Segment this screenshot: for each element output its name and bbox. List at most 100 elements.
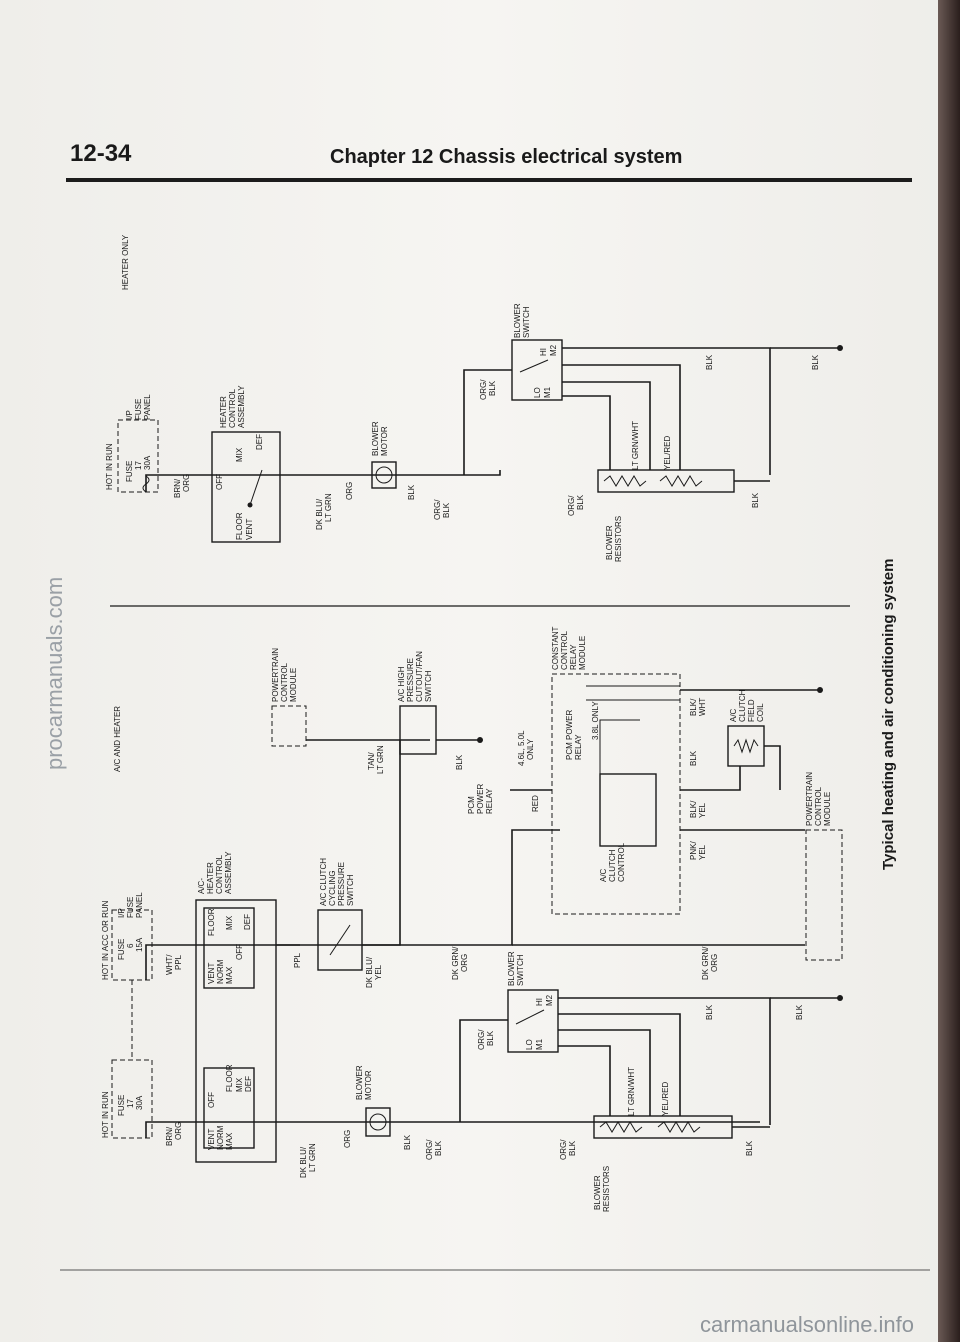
blower-motor-2: MOTOR	[364, 1070, 373, 1100]
clutch-coil-box	[727, 725, 765, 767]
switch-m2: M2	[549, 344, 558, 356]
clutch-switch-3: PRESSURE	[337, 862, 346, 906]
clutch-switch-1: A/C CLUTCH	[319, 858, 328, 906]
wire-org-blk: ORG/	[425, 1139, 434, 1160]
hp-ground	[477, 737, 483, 743]
wire-dkblu-ltgrn-2: LT GRN	[324, 493, 333, 522]
fuse17-rating: 30A	[135, 1095, 144, 1110]
wire-tan-ltgrn-2: LT GRN	[376, 745, 385, 774]
ground-point	[837, 345, 843, 351]
ccrm-box	[551, 673, 681, 915]
section-label-heater-only: HEATER ONLY	[121, 234, 130, 290]
ccrm-internal-wires	[586, 685, 680, 774]
resistor-org-blk: ORG/	[559, 1139, 568, 1160]
resistors-label-2: RESISTORS	[614, 516, 623, 562]
heater-only-diagram: HEATER ONLY HOT IN RUN FUSE 17 30A I/P F…	[105, 234, 843, 562]
switch-lo: LO	[533, 387, 542, 398]
ccrm-2: CONTROL	[560, 630, 569, 670]
wire-red: RED	[531, 795, 540, 812]
ac-heater-diagram: A/C AND HEATER HOT IN RUN HOT IN ACC OR …	[101, 626, 843, 1212]
fuse6-label: FUSE	[117, 939, 126, 960]
switch-m1: M1	[535, 1038, 544, 1050]
wire-blk-sw2: BLK	[795, 1004, 804, 1020]
page-number: 12-34	[70, 140, 132, 167]
wire-blk-3: BLK	[811, 354, 820, 370]
pcm-relay-38-2: RELAY	[574, 734, 583, 760]
resistor-wire-org-blk-2: BLK	[576, 494, 585, 510]
switch-hi: HI	[539, 348, 548, 356]
wire-org: ORG	[343, 1130, 352, 1148]
clutch-switch-arm	[329, 924, 351, 956]
control-label-2: CONTROL	[228, 388, 237, 428]
wire-dkblu-yel: DK BLU/	[365, 956, 374, 988]
coil-1: A/C	[729, 708, 738, 722]
dkgrn-org-wire	[430, 829, 560, 946]
clutch-switch-2: CYCLING	[328, 870, 337, 906]
wire-blk-2: BLK	[705, 354, 714, 370]
switch-wire-org-blk: ORG/	[479, 379, 488, 400]
control-1: A/C-	[197, 878, 206, 894]
lo-output-b	[558, 1045, 611, 1116]
blower-motor-icon	[375, 466, 393, 484]
ac-heater-control-assembly	[195, 899, 277, 1163]
control-3: CONTROL	[215, 854, 224, 894]
m1-output-b	[558, 1029, 651, 1116]
hp-switch-4: SWITCH	[424, 670, 433, 702]
blower-motor-icon	[369, 1113, 387, 1131]
watermark-bottom: carmanualsonline.info	[700, 1312, 915, 1337]
mode-floor-2: FLOOR	[207, 908, 216, 936]
hot-in-run: HOT IN RUN	[101, 1091, 110, 1138]
blower-switch-box	[507, 989, 559, 1053]
resistor-zigzag	[603, 475, 703, 487]
blower-switch-2: SWITCH	[516, 954, 525, 986]
fuse-panel-3: PANEL	[135, 892, 144, 918]
mode-max-1: MAX	[225, 1132, 234, 1150]
wire-blk-coil: BLK	[689, 750, 698, 766]
wire-wht-ppl-2: PPL	[174, 954, 183, 970]
resistors-label-1: BLOWER	[605, 525, 614, 560]
fuse-panel-label-2: FUSE	[134, 399, 143, 420]
pcm-1: POWERTRAIN	[271, 648, 280, 702]
wire-ltgrn-wht: LT GRN/WHT	[631, 421, 640, 470]
run-feed-wire	[145, 1121, 760, 1138]
wire-blk-wht-2: WHT	[698, 698, 707, 716]
wire-blk-sw1: BLK	[705, 1004, 714, 1020]
blower-switch-box	[511, 339, 563, 401]
clutch-coil-symbol	[733, 738, 759, 754]
resistor-org-blk-2: BLK	[568, 1140, 577, 1156]
high-pressure-switch-box	[399, 705, 437, 755]
clutch-control-1: A/C	[599, 868, 608, 882]
acc-feed-wire	[145, 944, 430, 980]
switch-org-blk: ORG/	[477, 1029, 486, 1050]
book-spine	[938, 0, 960, 1342]
wire-brn-org: BRN/	[173, 478, 182, 498]
mode-off-2: OFF	[235, 944, 244, 960]
clutch-switch-4: SWITCH	[346, 874, 355, 906]
wire-dkblu-yel-2: YEL	[374, 964, 383, 980]
wire-pnk-yel: PNK/	[689, 841, 698, 860]
switch-lo: LO	[525, 1039, 534, 1050]
wire-brn-org-2: ORG	[182, 474, 191, 492]
mode-max-2: MAX	[225, 966, 234, 984]
wire-blk-motor: BLK	[403, 1134, 412, 1150]
mode-norm-1: NORM	[216, 1125, 225, 1150]
m2-output-b	[558, 1013, 681, 1116]
mode-pivot	[247, 502, 253, 508]
control-lower-switch	[203, 907, 255, 989]
control-label-3: ASSEMBLY	[237, 385, 246, 428]
fuse-panel-1: I/P	[117, 908, 126, 918]
control-upper-switch	[203, 1067, 255, 1149]
switch-m1: M1	[543, 386, 552, 398]
mode-off-1: OFF	[207, 1092, 216, 1108]
mode-floor: FLOOR	[235, 512, 244, 540]
coil-2: CLUTCH	[738, 689, 747, 722]
mode-vent-2: VENT	[207, 963, 216, 984]
clutch-control-relay	[599, 773, 657, 847]
pcm-relay-1: PCM	[467, 796, 476, 814]
switch-feed-b	[459, 1019, 508, 1122]
blower-motor-label-2: MOTOR	[380, 426, 389, 456]
fuse-panel-label-3: PANEL	[143, 394, 152, 420]
wire-blk-hp: BLK	[455, 754, 464, 770]
wire-dkgrn-org-b2: ORG	[710, 954, 719, 972]
